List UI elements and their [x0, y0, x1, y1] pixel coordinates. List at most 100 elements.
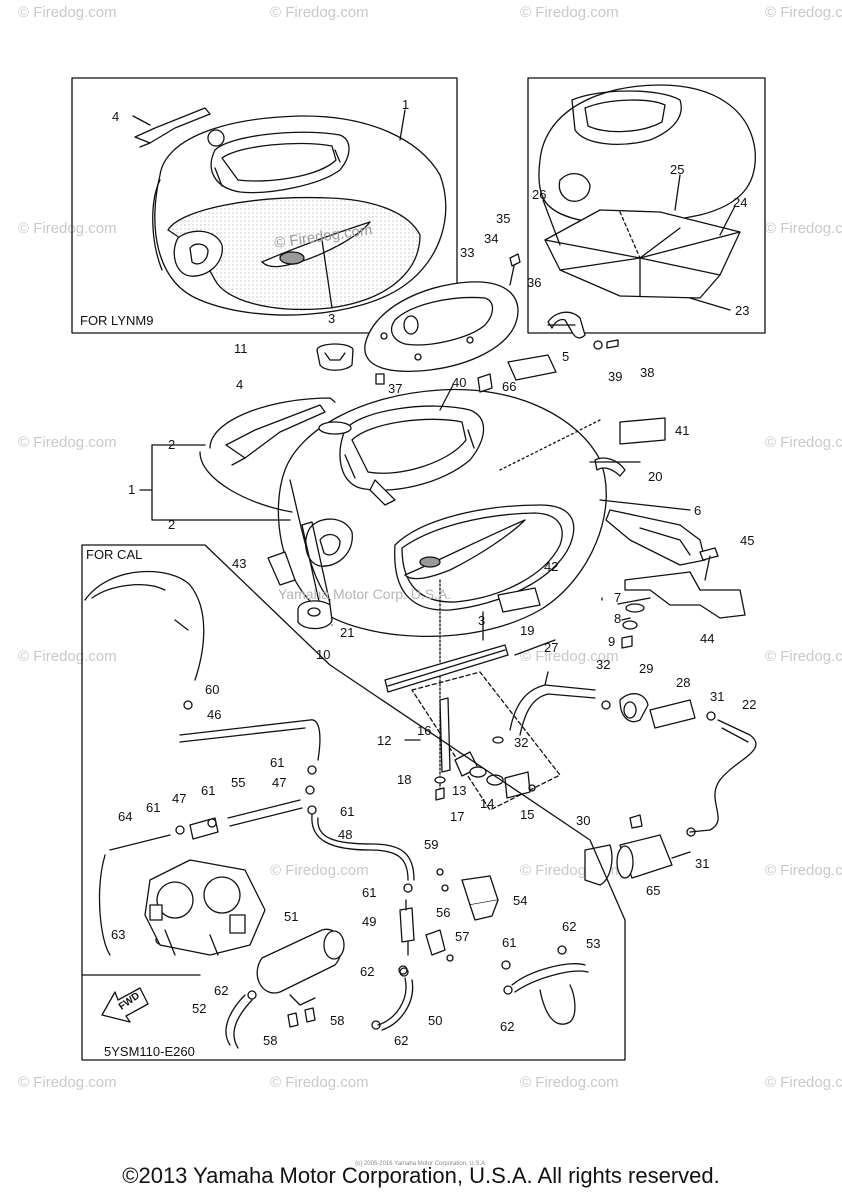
callout-61: 61: [146, 800, 161, 815]
callout-25: 25: [670, 162, 685, 177]
tank-lynm9: [152, 115, 447, 316]
callout-36: 36: [527, 275, 542, 290]
callout-41: 41: [675, 423, 690, 438]
callout-55: 55: [231, 775, 246, 790]
callout-35: 35: [496, 211, 511, 226]
callout-24: 24: [733, 195, 748, 210]
callout-54: 54: [513, 893, 528, 908]
watermark: © Firedog.com: [520, 648, 619, 665]
diagram-code: 5YSM110-E260: [104, 1044, 195, 1059]
watermark: © Firedog.com: [270, 4, 369, 21]
watermark: © Firedog.com: [18, 220, 117, 237]
callout-34: 34: [484, 231, 499, 246]
watermark: © Firedog.com: [18, 434, 117, 451]
callout-52: 52: [192, 1001, 207, 1016]
callout-59: 59: [424, 837, 439, 852]
tank-top-view: [538, 84, 756, 225]
callout-27: 27: [544, 640, 559, 655]
solenoid-valve: [461, 875, 499, 921]
label-42: [497, 587, 541, 613]
callout-47: 47: [172, 791, 187, 806]
callout-12: 12: [377, 733, 392, 748]
callout-13: 13: [452, 783, 467, 798]
callout-32: 32: [514, 735, 529, 750]
callout-4: 4: [236, 377, 244, 392]
callout-57: 57: [455, 929, 470, 944]
callout-58: 58: [330, 1013, 345, 1028]
callout-45: 45: [740, 533, 755, 548]
tiny-credit: (c) 2005-2016 Yamaha Motor Corporation, …: [355, 1161, 487, 1167]
callout-11: 11: [234, 341, 248, 356]
watermark: © Firedog.com: [18, 4, 117, 21]
callout-65: 65: [646, 883, 661, 898]
inset-label-cal: FOR CAL: [86, 547, 143, 562]
callout-2: 2: [168, 437, 176, 452]
watermark: © Firedog.com: [520, 1074, 619, 1091]
callout-1: 1: [402, 97, 410, 112]
watermark: © Firedog.com: [765, 648, 842, 665]
callout-30: 30: [576, 813, 591, 828]
callout-6: 6: [694, 503, 702, 518]
callout-14: 14: [480, 796, 495, 811]
callout-18: 18: [397, 772, 412, 787]
callout-62: 62: [394, 1033, 409, 1048]
callout-47: 47: [272, 775, 287, 790]
callout-50: 50: [428, 1013, 443, 1028]
callout-39: 39: [608, 369, 623, 384]
callout-23: 23: [735, 303, 750, 318]
callout-21: 21: [340, 625, 355, 640]
callout-20: 20: [648, 469, 663, 484]
callout-17: 17: [450, 809, 465, 824]
watermark: © Firedog.com: [18, 648, 117, 665]
watermark: © Firedog.com: [520, 4, 619, 21]
callout-5: 5: [562, 349, 570, 364]
callout-46: 46: [207, 707, 222, 722]
callout-48: 48: [338, 827, 353, 842]
copyright-notice: ©2013 Yamaha Motor Corporation, U.S.A. A…: [122, 1163, 720, 1188]
callout-15: 15: [520, 807, 535, 822]
callout-62: 62: [500, 1019, 515, 1034]
callout-62: 62: [214, 983, 229, 998]
callout-58: 58: [263, 1033, 278, 1048]
callout-28: 28: [676, 675, 691, 690]
yamaha-watermark: Yamaha Motor Corp. U.S.A.: [278, 586, 452, 602]
fuel-cap: [316, 343, 354, 435]
callout-26: 26: [532, 187, 547, 202]
callout-49: 49: [362, 914, 377, 929]
callout-19: 19: [520, 623, 535, 638]
tank-pads: [544, 209, 741, 299]
callout-43: 43: [232, 556, 247, 571]
callout-32: 32: [596, 657, 611, 672]
callout-37: 37: [388, 381, 403, 396]
callout-62: 62: [562, 919, 577, 934]
label-41: [619, 417, 666, 445]
inset-box-pads: [527, 77, 766, 334]
watermark: © Firedog.com: [765, 862, 842, 879]
callout-1: 1: [128, 482, 136, 497]
inset-box-lynm9: [71, 77, 458, 334]
callout-38: 38: [640, 365, 655, 380]
main-fuel-tank: [277, 388, 607, 801]
watermark: © Firedog.com: [765, 220, 842, 237]
bracket-6: [605, 509, 706, 566]
callout-40: 40: [452, 375, 467, 390]
callout-31: 31: [695, 856, 710, 871]
callout-8: 8: [614, 611, 622, 626]
callout-16: 16: [417, 723, 432, 738]
callout-4: 4: [112, 109, 120, 124]
callout-61: 61: [362, 885, 377, 900]
carburetor: [144, 859, 266, 956]
bracket-44: [624, 571, 746, 619]
callout-29: 29: [639, 661, 654, 676]
watermark: © Firedog.com: [270, 1074, 369, 1091]
callout-7: 7: [614, 590, 622, 605]
callout-9: 9: [608, 634, 616, 649]
callout-3: 3: [328, 311, 336, 326]
callout-2: 2: [168, 517, 176, 532]
inset-label-lynm9: FOR LYNM9: [80, 313, 154, 328]
callout-3: 3: [478, 613, 486, 628]
callout-61: 61: [340, 804, 355, 819]
label-5: [507, 354, 557, 381]
callout-51: 51: [284, 909, 299, 924]
